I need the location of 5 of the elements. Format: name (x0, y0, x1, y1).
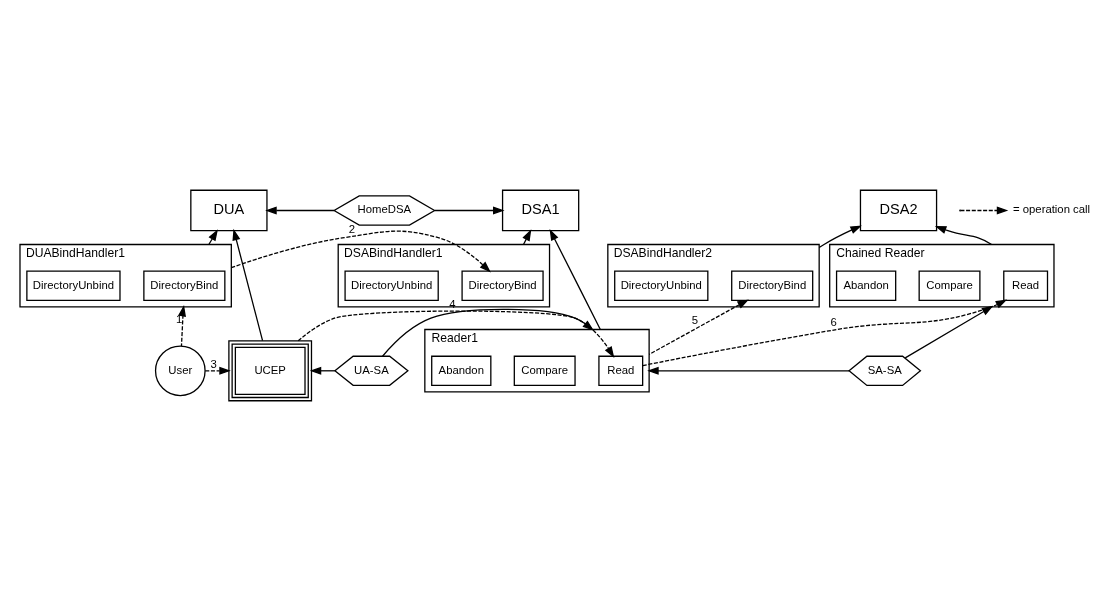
edge-label: 6 (830, 315, 837, 328)
edge-label: 3 (210, 357, 217, 370)
legend-label: = operation call (1012, 202, 1091, 215)
edge-label: 1 (176, 312, 183, 325)
edge-label: 5 (691, 313, 699, 326)
